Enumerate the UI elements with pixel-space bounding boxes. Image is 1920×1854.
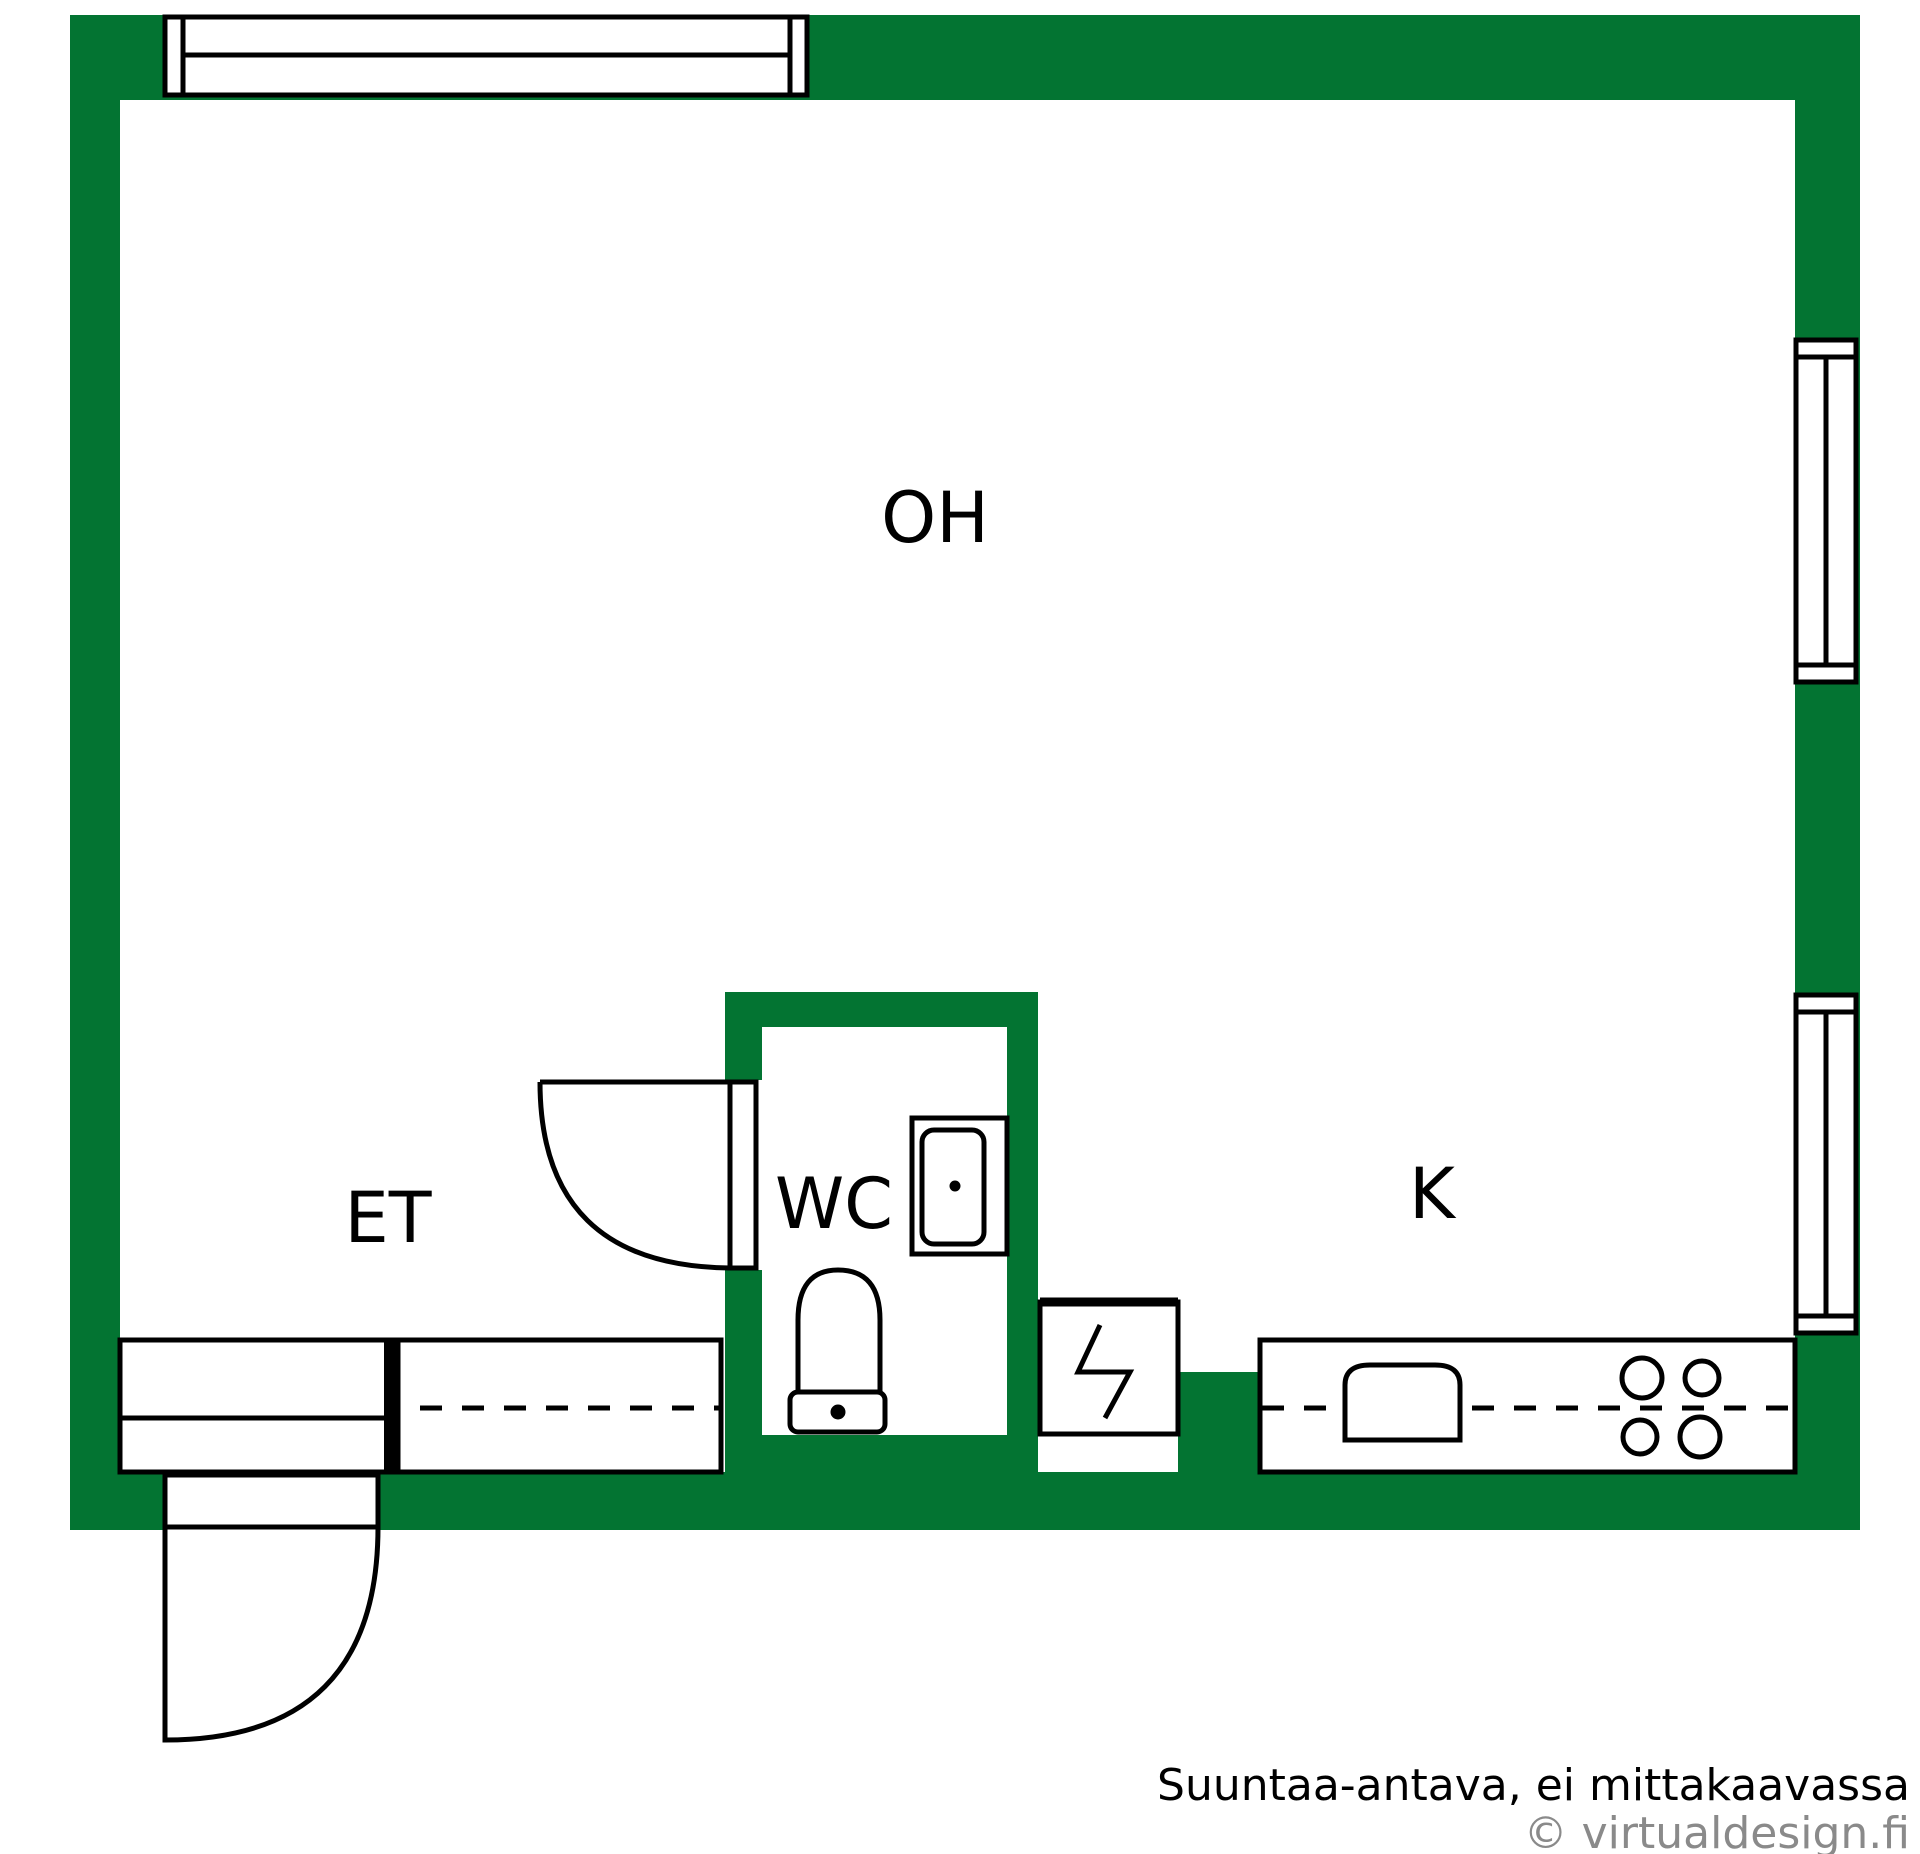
window-icon <box>162 14 810 98</box>
bottom-wall-strip <box>120 1472 1795 1530</box>
toilet-icon <box>787 1267 888 1435</box>
room-label-k: K <box>1409 1153 1457 1235</box>
copyright-credit: © virtualdesign.fi <box>1524 1808 1910 1854</box>
wall-stub <box>1178 1372 1260 1472</box>
stove-burners-icon <box>1619 1355 1723 1460</box>
window-icon <box>1793 337 1859 685</box>
wardrobe-icon <box>117 1337 724 1475</box>
electrical-cabinet-icon <box>1037 1297 1181 1437</box>
room-label-wc: WC <box>775 1163 893 1245</box>
disclaimer-note: Suuntaa-antava, ei mittakaavassa <box>1157 1760 1910 1811</box>
room-label-et: ET <box>345 1177 432 1259</box>
room-label-oh: OH <box>881 477 989 559</box>
exterior-walls <box>70 15 1860 1530</box>
washbasin-icon <box>909 1115 1010 1257</box>
kitchen-sink-icon <box>1342 1362 1463 1443</box>
door-swing-icon <box>537 1079 759 1271</box>
entrance-door-icon <box>162 1472 381 1743</box>
window-icon <box>1793 992 1859 1336</box>
